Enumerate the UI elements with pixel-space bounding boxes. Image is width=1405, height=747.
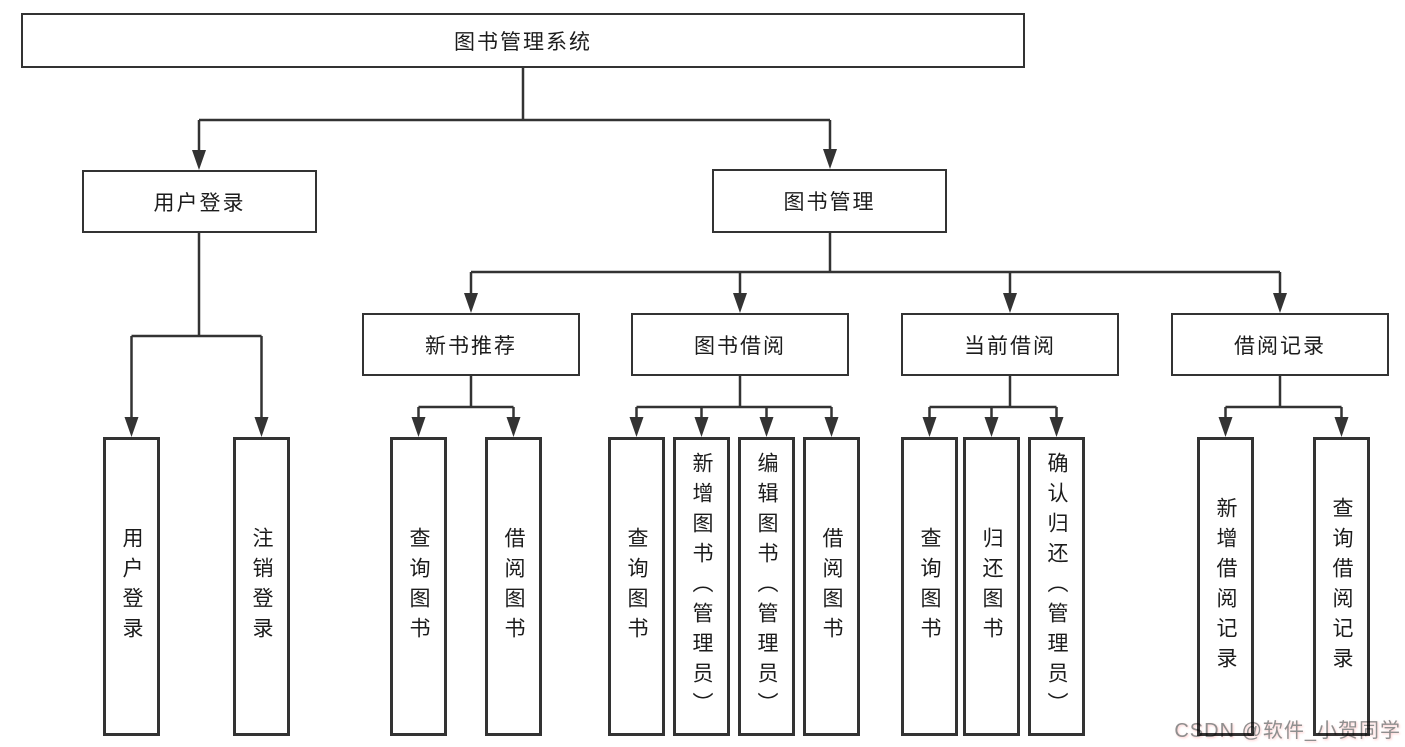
- node-label: 图书管理: [783, 191, 876, 214]
- arrowhead: [192, 150, 206, 170]
- leaf-label: 归还图书: [980, 526, 1003, 647]
- leaf-label: 查询图书: [918, 526, 941, 647]
- arrowhead: [984, 417, 999, 437]
- arrowhead: [254, 417, 269, 437]
- leaf-query-books-current: 查询图书: [901, 437, 958, 736]
- node-current-borrowing: 当前借阅: [901, 313, 1119, 376]
- node-label: 当前借阅: [964, 334, 1056, 358]
- node-user-login: 用户登录: [82, 170, 317, 233]
- arrowhead: [824, 417, 839, 437]
- leaf-label: 借阅图书: [502, 526, 525, 647]
- leaf-logout: 注销登录: [233, 437, 290, 736]
- node-label: 借阅记录: [1234, 334, 1326, 358]
- arrowhead: [694, 417, 709, 437]
- arrowhead: [1334, 417, 1349, 437]
- arrowhead: [733, 293, 747, 313]
- leaf-return-book: 归还图书: [963, 437, 1020, 736]
- arrowheads: [124, 149, 1349, 437]
- arrowhead: [506, 417, 521, 437]
- leaf-label: 编辑图书（管理员）: [755, 451, 778, 722]
- arrowhead: [629, 417, 644, 437]
- leaf-query-borrow-record: 查询借阅记录: [1313, 437, 1370, 736]
- node-label: 图书管理系统: [454, 30, 592, 54]
- leaf-edit-book-admin: 编辑图书（管理员）: [738, 437, 795, 736]
- csdn-watermark: CSDN @软件_小贺同学: [1174, 720, 1401, 742]
- leaf-confirm-return-admin: 确认归还（管理员）: [1028, 437, 1085, 736]
- node-label: 新书推荐: [425, 334, 517, 358]
- leaf-query-books-recommend: 查询图书: [390, 437, 447, 736]
- leaf-label: 查询借阅记录: [1330, 496, 1353, 677]
- connector-lines: [130, 68, 1343, 423]
- leaf-label: 新增图书（管理员）: [690, 451, 713, 722]
- node-new-book-recommend: 新书推荐: [362, 313, 580, 376]
- leaf-query-books-borrowing: 查询图书: [608, 437, 665, 736]
- leaf-label: 新增借阅记录: [1214, 496, 1237, 677]
- arrowhead: [922, 417, 937, 437]
- arrowhead: [823, 149, 837, 169]
- node-borrowing-records: 借阅记录: [1171, 313, 1389, 376]
- node-library-management-system: 图书管理系统: [21, 13, 1025, 68]
- leaf-add-book-admin: 新增图书（管理员）: [673, 437, 730, 736]
- leaf-label: 确认归还（管理员）: [1045, 451, 1068, 722]
- arrowhead: [1003, 293, 1017, 313]
- leaf-borrow-books-recommend: 借阅图书: [485, 437, 542, 736]
- leaf-borrow-books-borrowing: 借阅图书: [803, 437, 860, 736]
- leaf-label: 查询图书: [407, 526, 430, 647]
- leaf-label: 注销登录: [250, 526, 273, 647]
- leaf-user-login: 用户登录: [103, 437, 160, 736]
- leaf-label: 借阅图书: [820, 526, 843, 647]
- node-label: 用户登录: [153, 191, 246, 215]
- leaf-label: 用户登录: [120, 526, 143, 647]
- arrowhead: [411, 417, 426, 437]
- leaf-add-borrow-record: 新增借阅记录: [1197, 437, 1254, 736]
- arrowhead: [1273, 293, 1287, 313]
- leaf-label: 查询图书: [625, 526, 648, 647]
- arrowhead: [1049, 417, 1064, 437]
- node-label: 图书借阅: [694, 334, 786, 358]
- node-book-borrowing: 图书借阅: [631, 313, 849, 376]
- arrowhead: [1218, 417, 1233, 437]
- arrowhead: [464, 293, 478, 313]
- arrowhead: [759, 417, 774, 437]
- node-book-management: 图书管理: [712, 169, 947, 233]
- arrowhead: [124, 417, 139, 437]
